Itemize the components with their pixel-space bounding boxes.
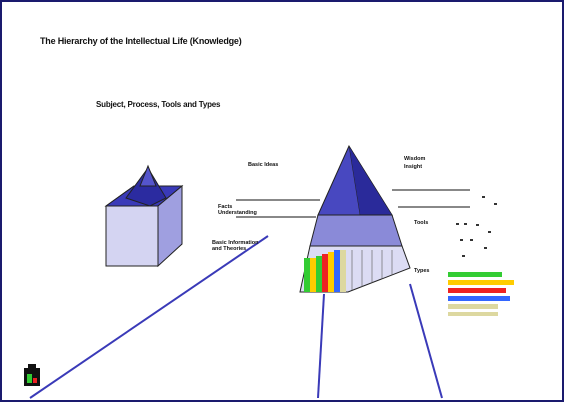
main-pyramid	[300, 146, 410, 292]
label-types: Types	[414, 268, 430, 274]
right-annotation-marks	[456, 196, 497, 257]
label-tools: Tools	[414, 220, 428, 226]
label-understanding: Understanding	[218, 210, 257, 216]
label-insight: Insight	[404, 164, 422, 170]
corner-icon	[24, 364, 40, 386]
legend-bars	[448, 272, 514, 316]
label-wisdom: Wisdom	[404, 156, 425, 162]
small-structure	[106, 166, 182, 266]
label-basic-ideas: Basic Ideas	[248, 162, 278, 168]
label-and-theories: and Theories	[212, 246, 246, 252]
